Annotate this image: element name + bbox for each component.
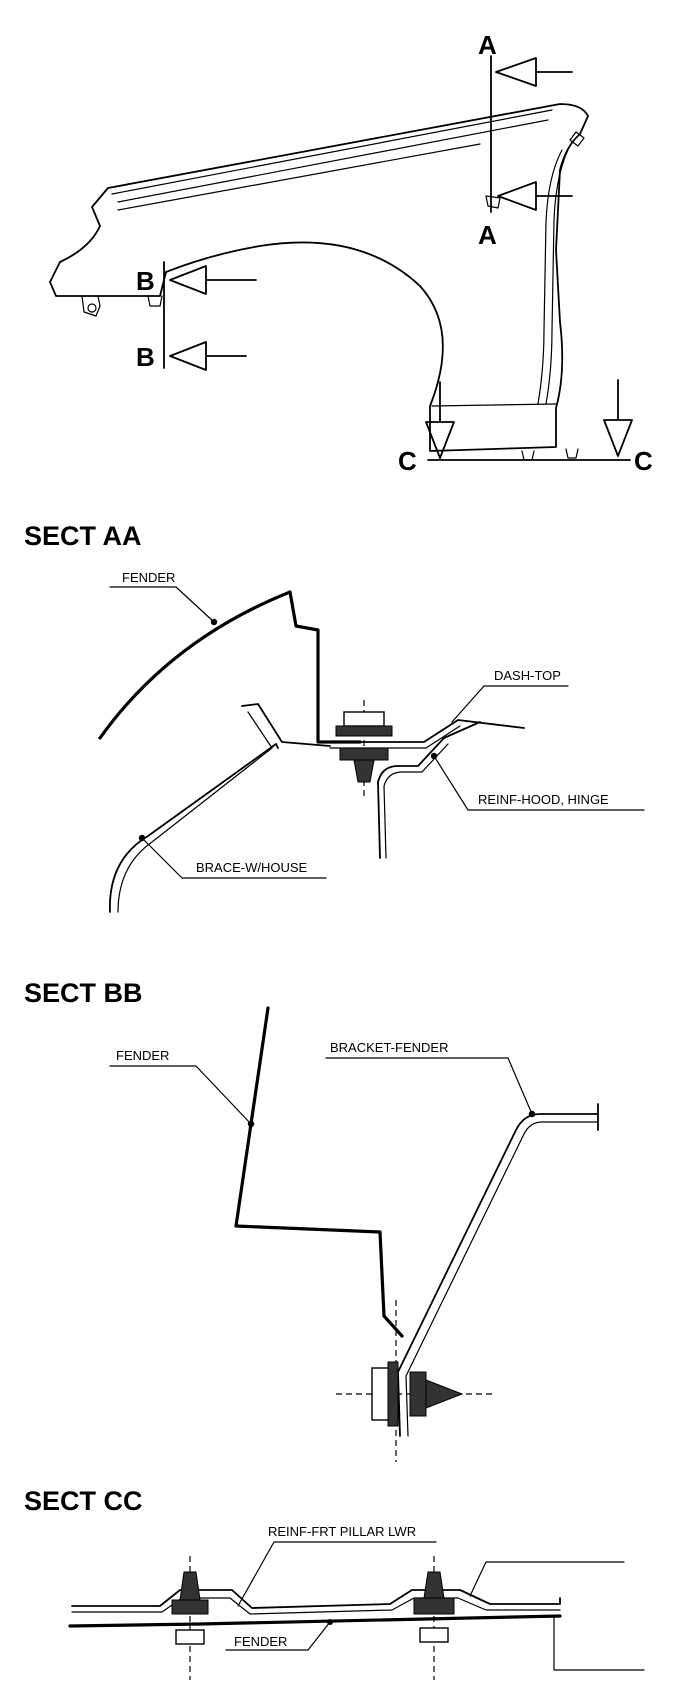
c-arrow-right <box>603 379 633 457</box>
a-cut-tab <box>485 195 501 209</box>
aa-nut <box>339 747 389 761</box>
bb-nut <box>409 1371 427 1417</box>
aa-fender-panel <box>98 590 362 744</box>
bb-bolt-assembly <box>336 1300 496 1462</box>
aa-washer <box>335 725 393 737</box>
cc-label-fender: FENDER <box>234 1634 287 1649</box>
bottom-tab-left <box>521 450 535 461</box>
section-aa: SECT AA FENDER DASH-TOP REINF-HOOD, HING… <box>24 521 645 913</box>
section-bb: SECT BB FENDER BRACKET-FENDER <box>24 978 599 1462</box>
aa-label-reinf-hood-hinge: REINF-HOOD, HINGE <box>478 792 609 807</box>
aa-reinf-leader <box>433 755 645 811</box>
bb-bracket-leader <box>325 1057 533 1115</box>
rear-upper-tab <box>569 131 585 147</box>
bb-bracket-fender-inner <box>405 1121 599 1437</box>
cc-bolt-right-nut <box>413 1597 455 1615</box>
front-mount-tab-2 <box>147 295 163 307</box>
fender-rear-flange-inner <box>537 149 563 405</box>
aa-reinf-hood-hinge-inner <box>383 743 449 859</box>
a-arrow-bottom <box>497 181 573 211</box>
cc-label-reinf-frt-pillar-lwr: REINF-FRT PILLAR LWR <box>268 1524 416 1539</box>
aa-label-brace-w-house: BRACE-W/HOUSE <box>196 860 308 875</box>
fender-bottom-band <box>431 403 557 407</box>
aa-brace-w-house <box>109 703 331 913</box>
bb-fender-panel <box>234 1006 404 1338</box>
cut-marker-c-left: C <box>398 446 417 476</box>
cc-bolt-right <box>413 1556 455 1680</box>
aa-fender-leader <box>109 586 215 623</box>
cc-fender-leader <box>225 1621 331 1651</box>
b-arrow-bottom <box>169 341 247 371</box>
cut-marker-c-right: C <box>634 446 653 476</box>
cut-marker-b-top: B <box>136 266 155 296</box>
c-arrow-left <box>425 381 455 459</box>
cut-marker-b-bottom: B <box>136 342 155 372</box>
front-mount-hole <box>87 303 97 313</box>
cc-bolt-left-thread <box>179 1571 201 1601</box>
aa-label-fender: FENDER <box>122 570 175 585</box>
cc-bolt-left-head <box>175 1629 205 1645</box>
cc-bolt-left-nut <box>171 1599 209 1615</box>
cc-fender-panel <box>68 1614 562 1628</box>
a-arrow-top <box>495 57 573 87</box>
aa-brace-leader <box>141 837 327 879</box>
cc-reinf-frt-pillar-lwr <box>71 1589 561 1609</box>
bb-label-fender: FENDER <box>116 1048 169 1063</box>
front-mount-tab <box>81 295 101 317</box>
fender-top-inner-line <box>117 119 549 203</box>
aa-bolt-thread <box>353 759 375 783</box>
aa-bolt-head <box>343 711 385 727</box>
cc-right-bracket-upper <box>469 1561 625 1597</box>
bb-bracket-fender <box>397 1103 599 1437</box>
bb-label-bracket-fender: BRACKET-FENDER <box>330 1040 448 1055</box>
section-cc-title: SECT CC <box>24 1486 143 1516</box>
fender-top-flange-line <box>111 109 553 195</box>
aa-bolt-assembly <box>335 700 393 800</box>
section-bb-title: SECT BB <box>24 978 143 1008</box>
cc-right-bracket-lower <box>545 1615 645 1671</box>
cc-bolt-left <box>171 1556 209 1680</box>
aa-dash-top <box>329 719 525 743</box>
aa-brace-w-house-inner <box>117 711 273 913</box>
cc-reinf-leader <box>237 1541 437 1607</box>
cut-marker-a-bottom: A <box>478 220 497 250</box>
b-arrow-top <box>169 265 257 295</box>
fender-outline <box>49 103 589 452</box>
section-cc: SECT CC REINF-FRT PILLAR LWR FENDER <box>24 1486 645 1680</box>
cut-marker-a-top: A <box>478 30 497 60</box>
bb-bolt-thread <box>425 1379 464 1409</box>
section-aa-title: SECT AA <box>24 521 142 551</box>
aa-label-dash-top: DASH-TOP <box>494 668 561 683</box>
fender-top-lower-line <box>117 143 481 211</box>
fender-rear-flange <box>545 141 573 405</box>
aa-dash-top-leader <box>451 685 569 723</box>
bb-washer <box>387 1361 399 1427</box>
bb-fender-leader <box>109 1065 252 1125</box>
bb-bolt-head <box>371 1367 391 1421</box>
bottom-tab-right <box>565 448 579 459</box>
cc-bolt-right-thread <box>423 1571 445 1599</box>
aa-reinf-hood-hinge <box>377 721 481 859</box>
cc-bolt-right-head <box>419 1627 449 1643</box>
fender-overview: A A B B C C <box>49 30 653 476</box>
